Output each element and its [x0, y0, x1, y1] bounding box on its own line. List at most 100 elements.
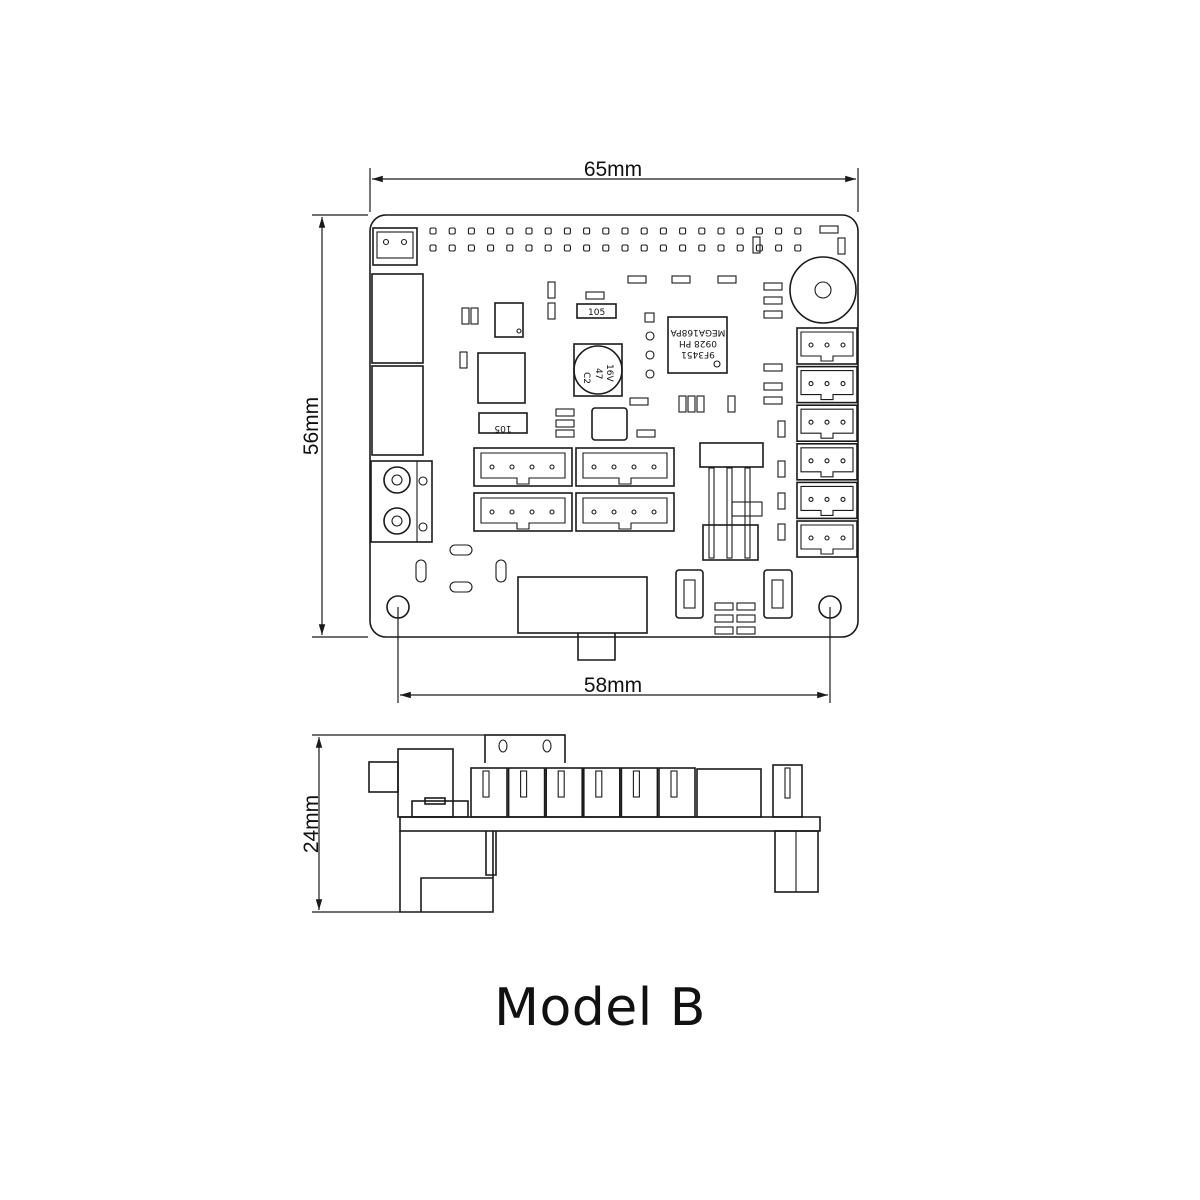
svg-text:0928 PH: 0928 PH	[679, 338, 717, 348]
header-pin	[583, 244, 591, 252]
header-pin	[775, 227, 783, 235]
qfn-chip	[591, 407, 628, 441]
header-pin	[659, 227, 667, 235]
smd-resistor	[763, 363, 783, 372]
header-pin	[467, 244, 475, 252]
inductor	[477, 352, 526, 404]
hole-spacing-dimension: 58mm	[397, 607, 831, 703]
smd-resistor	[777, 460, 786, 478]
header-pin	[429, 244, 437, 252]
smd-resistor	[585, 291, 605, 300]
header-pin	[525, 244, 533, 252]
header-pin	[525, 227, 533, 235]
svg-text:C2: C2	[581, 372, 591, 384]
header-pin	[563, 244, 571, 252]
header-pin	[544, 227, 552, 235]
svg-text:9F3451: 9F3451	[681, 349, 715, 359]
header-pin	[794, 244, 802, 252]
terminal-block	[370, 460, 433, 543]
mounting-hole	[818, 595, 842, 619]
relay-block	[371, 365, 424, 456]
power-connector	[372, 227, 418, 266]
smd-resistor	[717, 275, 737, 284]
smd-resistors	[459, 225, 846, 635]
smd-resistor	[555, 429, 575, 438]
header-pin	[698, 244, 706, 252]
smd-resistor	[777, 420, 786, 438]
smd-resistor	[547, 302, 556, 320]
header-pin	[429, 227, 437, 235]
smd-resistor	[727, 395, 736, 413]
side-connector	[545, 767, 584, 818]
header-pin	[487, 244, 495, 252]
smd-resistor	[696, 395, 705, 413]
smd-resistor	[678, 395, 687, 413]
smd-resistor	[763, 296, 783, 305]
header-pin	[448, 227, 456, 235]
switch-lever	[577, 633, 616, 661]
smd-resistor	[459, 351, 468, 369]
servo-connector	[796, 442, 858, 481]
header-pin	[794, 227, 802, 235]
side-connector	[507, 767, 546, 818]
smd-resistor	[763, 396, 783, 405]
header-pin	[602, 244, 610, 252]
servo-connector	[796, 365, 858, 404]
smd-resistor	[714, 614, 734, 623]
sensor-connector	[473, 492, 573, 532]
smd-resistor	[687, 395, 696, 413]
smd-resistor	[627, 275, 647, 284]
side-connector	[582, 767, 621, 818]
relay-block	[371, 273, 424, 364]
soic-chip	[494, 302, 524, 338]
header-pin	[506, 227, 514, 235]
mcu-chip: MEGA168PA 0928 PH 9F3451	[667, 316, 728, 374]
board-top-view: MEGA168PA 0928 PH 9F3451 C2 47 16V 105 1…	[369, 214, 859, 661]
width-label: 65mm	[584, 158, 642, 181]
pcb-edge	[399, 816, 821, 832]
sensor-connector	[575, 447, 675, 487]
servo-connector	[796, 327, 858, 365]
thickness-label: 24mm	[300, 795, 323, 853]
smd-resistor	[763, 282, 783, 291]
board-outline	[369, 214, 859, 638]
sensor-connectors	[473, 447, 675, 532]
smd-resistor	[837, 237, 846, 255]
header-pin	[775, 244, 783, 252]
board-side-view	[368, 734, 821, 913]
smd-resistor	[470, 307, 479, 325]
resistor-105: 105	[576, 303, 617, 319]
header-pin	[717, 244, 725, 252]
header-pin	[717, 227, 725, 235]
header-pin	[736, 244, 744, 252]
smd-resistor	[736, 602, 756, 611]
hole-spacing-label: 58mm	[584, 674, 642, 697]
header-pin	[755, 244, 763, 252]
servo-connector	[796, 481, 858, 520]
svg-text:16V: 16V	[604, 364, 614, 382]
header-pin	[659, 244, 667, 252]
smd-resistor	[461, 307, 470, 325]
servo-connector	[796, 404, 858, 443]
smd-resistor	[736, 614, 756, 623]
smd-resistor	[714, 626, 734, 635]
driver-ic	[699, 442, 764, 468]
height-label: 56mm	[300, 397, 323, 455]
header-pin	[640, 227, 648, 235]
side-connector	[470, 767, 508, 818]
buzzer	[789, 256, 857, 324]
thickness-dimension: 24mm	[300, 734, 565, 913]
smd-resistor	[555, 408, 575, 417]
header-pin	[583, 227, 591, 235]
smd-resistor	[763, 382, 783, 391]
header-pin	[448, 244, 456, 252]
mounting-hole	[386, 595, 410, 619]
header-pin	[506, 244, 514, 252]
header-pin	[602, 227, 610, 235]
sensor-connector	[473, 447, 573, 487]
servo-connector	[796, 520, 858, 558]
gpio-header	[429, 227, 802, 252]
svg-text:105: 105	[494, 423, 511, 433]
switch	[675, 569, 704, 619]
